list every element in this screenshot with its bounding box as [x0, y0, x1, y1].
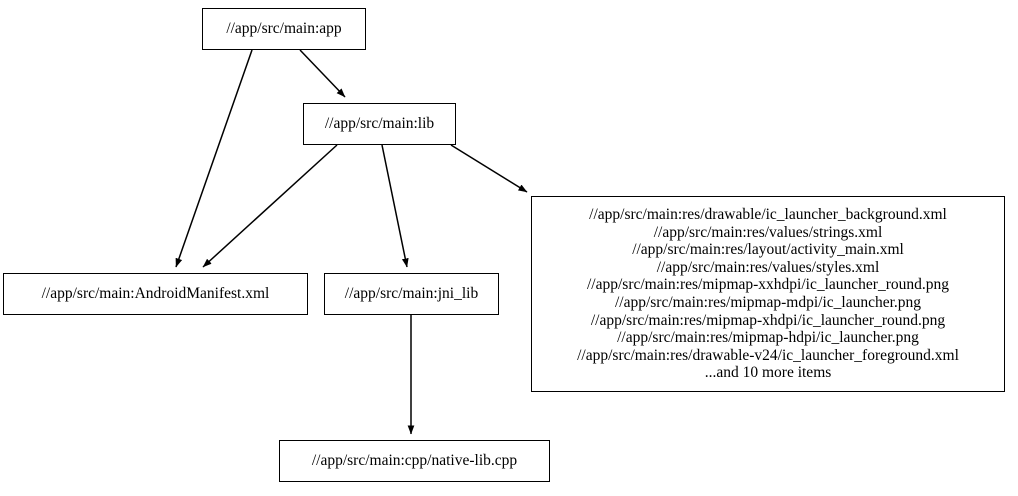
- node-res-line-3: //app/src/main:res/layout/activity_main.…: [632, 241, 904, 259]
- node-res-line-4: //app/src/main:res/values/styles.xml: [656, 258, 880, 276]
- node-app[interactable]: //app/src/main:app: [202, 8, 366, 50]
- node-res-more-items-label: ...and 10 more items: [704, 364, 832, 382]
- node-jni-lib-label: //app/src/main:jni_lib: [344, 285, 479, 303]
- node-lib-label: //app/src/main:lib: [324, 115, 435, 133]
- node-jni-lib[interactable]: //app/src/main:jni_lib: [324, 273, 499, 315]
- edge-app-to-lib: [299, 49, 346, 98]
- node-android-manifest[interactable]: //app/src/main:AndroidManifest.xml: [3, 273, 308, 315]
- node-res-line-5: //app/src/main:res/mipmap-xxhdpi/ic_laun…: [586, 276, 949, 294]
- node-native-lib-cpp-label: //app/src/main:cpp/native-lib.cpp: [311, 452, 518, 470]
- node-res-line-6: //app/src/main:res/mipmap-mdpi/ic_launch…: [614, 294, 922, 311]
- node-lib[interactable]: //app/src/main:lib: [303, 103, 456, 145]
- node-res-line-7: //app/src/main:res/mipmap-xhdpi/ic_launc…: [590, 311, 946, 329]
- node-res-line-9: //app/src/main:res/drawable-v24/ic_launc…: [577, 346, 959, 364]
- edge-lib-to-manifest: [202, 144, 338, 268]
- edge-lib-to-res: [450, 144, 528, 193]
- edge-app-to-manifest: [175, 49, 253, 268]
- node-res-bucket[interactable]: //app/src/main:res/drawable/ic_launcher_…: [531, 196, 1005, 392]
- edge-lib-to-jni-lib: [381, 144, 409, 268]
- node-app-label: //app/src/main:app: [226, 20, 342, 38]
- node-res-line-8: //app/src/main:res/mipmap-hdpi/ic_launch…: [617, 329, 919, 347]
- node-res-line-1: //app/src/main:res/drawable/ic_launcher_…: [589, 206, 947, 224]
- node-res-line-2: //app/src/main:res/values/strings.xml: [653, 223, 883, 241]
- node-native-lib-cpp[interactable]: //app/src/main:cpp/native-lib.cpp: [279, 440, 550, 482]
- node-android-manifest-label: //app/src/main:AndroidManifest.xml: [41, 285, 270, 303]
